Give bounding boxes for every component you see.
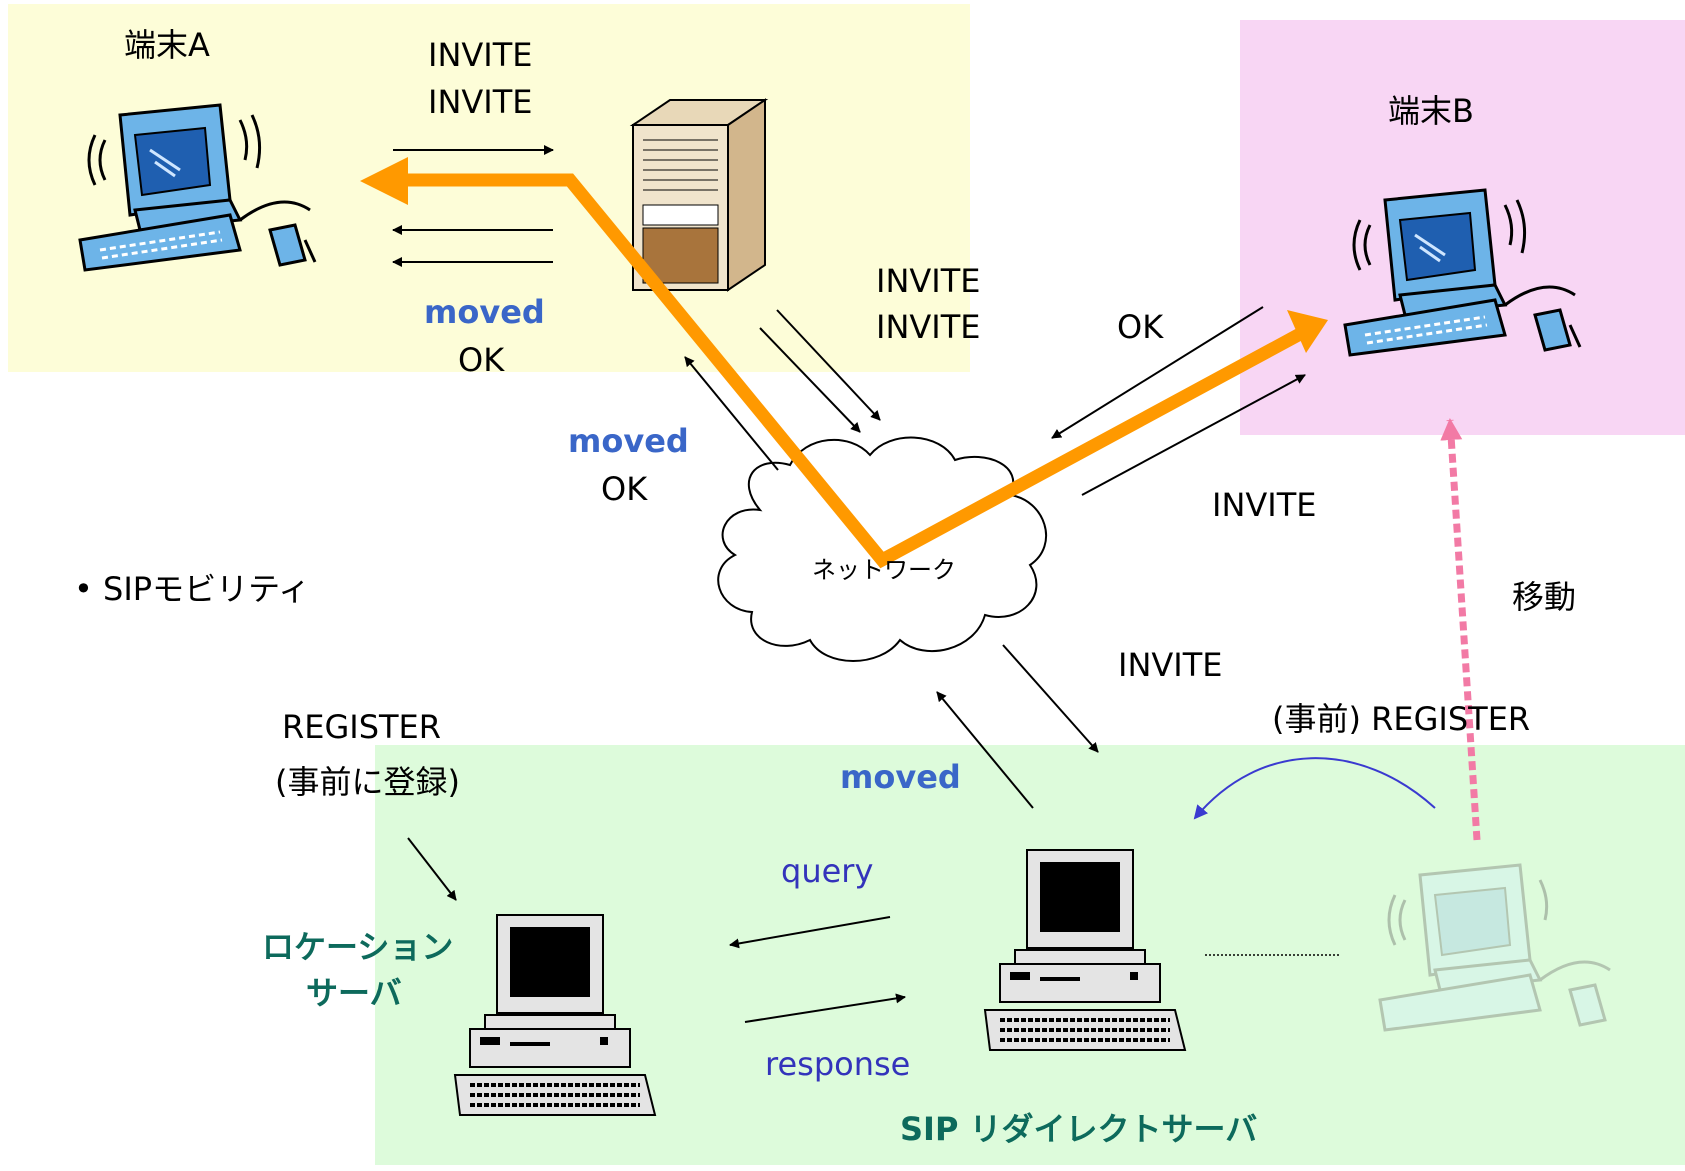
terminal-b-invite-label: INVITE [1212,486,1317,524]
proxy-invite-label-1: INVITE [428,36,533,74]
network-invite-label-2: INVITE [876,308,981,346]
terminal-a-label: 端末A [124,26,210,64]
network-invite-label-1: INVITE [876,262,981,300]
terminal-a-computer [78,103,317,272]
network-ok-label-2: OK [601,470,648,508]
bullet-item: • SIPモビリティ [74,570,310,608]
location-server-label-line1: ロケーション [262,928,454,966]
pre-register-arrow [1193,757,1436,820]
network-moved-label: moved [568,422,689,460]
location-server-label-line2: サーバ [306,974,402,1012]
network-label: ネットワーク [812,556,956,584]
register-label-line1: REGISTER [282,708,441,746]
move-arrow [1440,418,1481,841]
location-server-computer [453,914,657,1116]
call-route-arrow [360,157,1328,569]
response-label: response [765,1045,911,1083]
proxy-server-tower [629,98,769,292]
move-label: 移動 [1512,578,1577,616]
register-label-line2: (事前に登録) [275,763,460,801]
proxy-moved-label: moved [424,293,545,331]
network-cloud [717,436,1048,662]
redirect-moved-label: moved [840,758,961,796]
bullet-text: SIPモビリティ [103,570,311,608]
terminal-b-label: 端末B [1388,92,1474,130]
redirect-server-label: SIP リダイレクトサーバ [900,1110,1258,1148]
moved-terminal-ghost [1378,863,1611,1032]
query-label: query [781,852,874,890]
pre-register-label: (事前) REGISTER [1272,700,1531,738]
proxy-invite-label-2: INVITE [428,83,533,121]
proxy-ok-label: OK [458,341,505,379]
network-ok-label: OK [1117,308,1164,346]
message-arrows [392,145,1306,1023]
bullet-dot: • [74,570,93,608]
redirect-invite-label: INVITE [1118,646,1223,684]
redirect-server-computer [983,849,1187,1051]
terminal-b-computer [1343,188,1582,357]
